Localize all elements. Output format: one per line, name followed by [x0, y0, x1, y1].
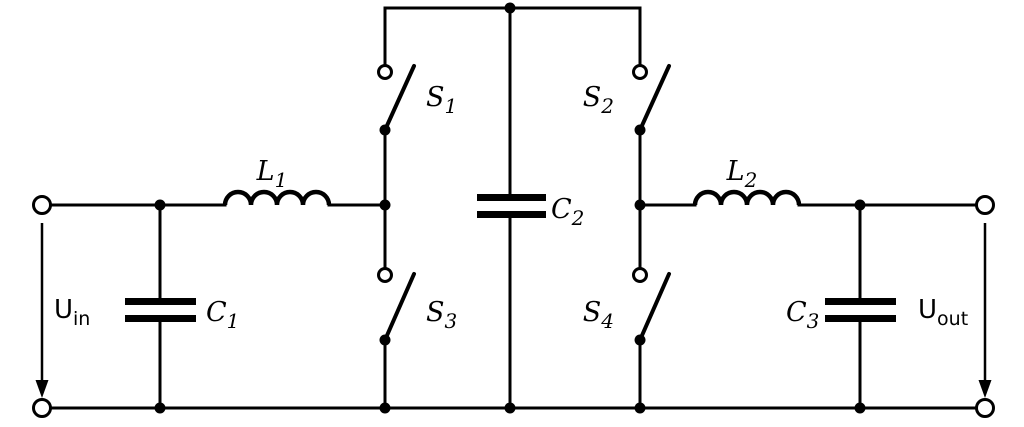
node-dot	[854, 199, 866, 211]
label-s1: S1	[426, 82, 457, 118]
switch-s1-blade	[383, 64, 416, 132]
capacitor-c3	[825, 298, 896, 322]
label-uin-sub: in	[73, 308, 90, 330]
label-l2: L2	[726, 156, 758, 192]
label-s3-main: S	[426, 297, 445, 328]
uout-arrow	[978, 223, 992, 398]
label-c2: C2	[551, 194, 584, 230]
label-uout-main: U	[918, 295, 937, 325]
label-c1: C1	[206, 297, 239, 333]
label-s3-sub: 3	[445, 309, 458, 333]
switch-s2-pivot-dot	[634, 124, 646, 136]
node-dot	[379, 402, 391, 414]
node-dot	[634, 199, 646, 211]
switch-s1-pivot-dot	[379, 124, 391, 136]
label-s4-sub: 4	[600, 309, 614, 333]
label-c3: C3	[786, 297, 819, 333]
node-dot	[634, 402, 646, 414]
terminal-output-bottom	[975, 398, 995, 418]
label-uin: Uin	[54, 295, 90, 330]
switch-s3	[377, 267, 416, 346]
node-dot	[379, 199, 391, 211]
switch-s3-open-contact	[377, 267, 393, 283]
switch-s4-open-contact	[632, 267, 648, 283]
label-uin-main: U	[54, 295, 73, 325]
label-uout: Uout	[918, 295, 968, 330]
label-c1-main: C	[206, 297, 227, 328]
inductor-l2	[692, 189, 802, 206]
capacitor-c1	[125, 298, 196, 322]
capacitor-c2	[477, 194, 546, 218]
label-c2-main: C	[551, 194, 572, 225]
label-s4-main: S	[583, 297, 602, 328]
label-s2-sub: 2	[600, 94, 614, 118]
label-s4: S4	[583, 297, 614, 333]
terminal-input-top	[32, 195, 52, 215]
label-s1-main: S	[426, 82, 445, 113]
label-c2-sub: 2	[571, 206, 585, 230]
node-dot	[504, 2, 516, 14]
switch-s2	[632, 64, 671, 136]
label-s3: S3	[426, 297, 457, 333]
label-l2-main: L	[726, 156, 745, 187]
label-l1-sub: 1	[275, 168, 288, 192]
label-l1: L1	[256, 156, 288, 192]
label-c3-main: C	[786, 297, 807, 328]
node-dot	[154, 199, 166, 211]
switch-s4	[632, 267, 671, 346]
wires	[49, 6, 978, 410]
label-c1-sub: 1	[227, 309, 240, 333]
switch-s2-open-contact	[632, 64, 648, 80]
label-s2: S2	[583, 82, 614, 118]
terminal-output-top	[975, 195, 995, 215]
switch-s2-blade	[638, 64, 671, 132]
label-l1-main: L	[256, 156, 275, 187]
switch-s1	[377, 64, 416, 136]
terminals	[32, 195, 995, 418]
label-l2-sub: 2	[744, 168, 758, 192]
switch-s1-open-contact	[377, 64, 393, 80]
switch-s3-blade	[383, 272, 416, 342]
switch-s3-pivot-dot	[379, 334, 391, 346]
label-uout-sub: out	[937, 308, 968, 330]
terminal-input-bottom	[32, 398, 52, 418]
label-s2-main: S	[583, 82, 602, 113]
uin-arrow	[35, 223, 49, 398]
switch-s4-blade	[638, 272, 671, 342]
inductor-l1	[222, 189, 332, 206]
node-dot	[154, 402, 166, 414]
node-dot	[504, 402, 516, 414]
uin-arrow-head	[35, 380, 49, 398]
switch-s4-pivot-dot	[634, 334, 646, 346]
wire-top-rail	[383, 6, 642, 67]
node-dots	[154, 2, 866, 414]
uout-arrow-head	[978, 380, 992, 398]
label-s1-sub: 1	[445, 94, 458, 118]
node-dot	[854, 402, 866, 414]
label-c3-sub: 3	[807, 309, 820, 333]
